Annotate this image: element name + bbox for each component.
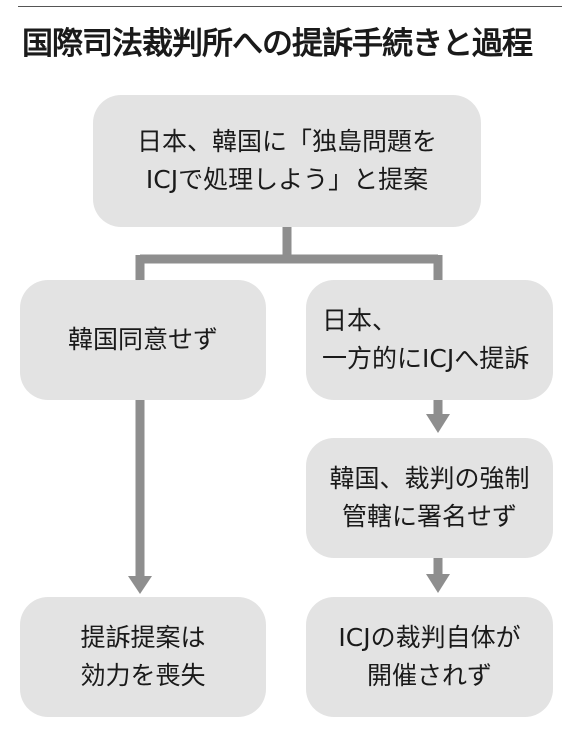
node-korea-no-signature: 韓国、裁判の強制 管轄に署名せず (306, 438, 553, 558)
node-trial-not-held: ICJの裁判自体が 開催されず (306, 597, 553, 717)
node-trial-not-held-line2: 開催されず (366, 661, 492, 690)
node-proposal-line1: 日本、韓国に「独島問題を (136, 127, 437, 156)
arrowhead-left (128, 576, 152, 594)
node-japan-files: 日本、 一方的にICJへ提訴 (306, 280, 553, 400)
node-proposal-void-line1: 提訴提案は (80, 623, 206, 652)
node-trial-not-held-line1: ICJの裁判自体が (338, 623, 521, 652)
node-japan-files-line2: 一方的にICJへ提訴 (322, 344, 530, 373)
node-proposal: 日本、韓国に「独島問題を ICJで処理しよう」と提案 (93, 95, 481, 227)
diagram-title: 国際司法裁判所への提訴手続きと過程 (22, 26, 533, 62)
arrowhead-right-1 (426, 414, 450, 433)
node-japan-files-line1: 日本、 (322, 306, 398, 335)
node-korea-no-signature-line1: 韓国、裁判の強制 (329, 464, 530, 493)
node-proposal-void: 提訴提案は 効力を喪失 (20, 597, 266, 717)
node-korea-refuses-line1: 韓国同意せず (67, 325, 218, 354)
arrowhead-right-2 (426, 574, 450, 593)
node-proposal-line2: ICJで処理しよう」と提案 (145, 165, 429, 194)
connector-split (135, 227, 443, 280)
node-korea-refuses: 韓国同意せず (20, 280, 266, 400)
node-korea-no-signature-line2: 管轄に署名せず (341, 502, 517, 531)
node-proposal-void-line2: 効力を喪失 (80, 661, 206, 690)
top-rule (18, 6, 562, 7)
